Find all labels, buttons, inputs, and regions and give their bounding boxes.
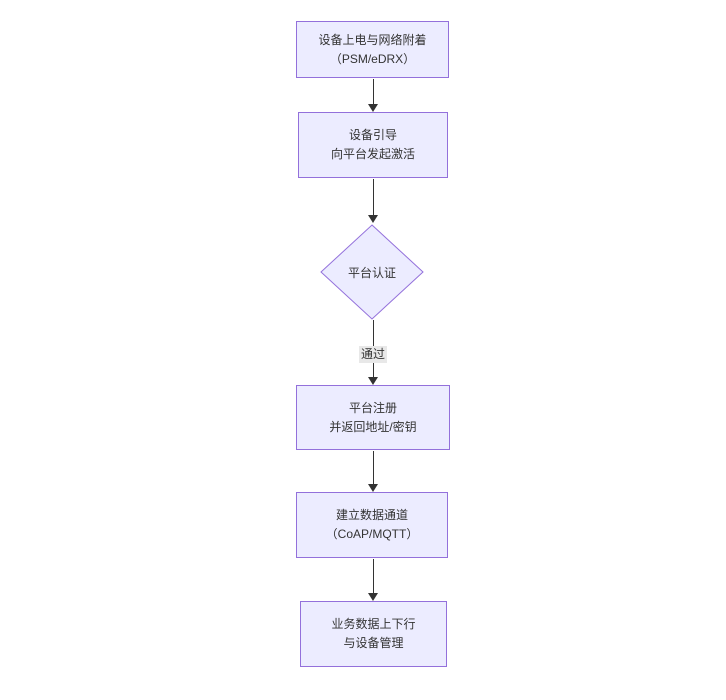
edge-attach-to-bootstrap xyxy=(367,79,379,112)
edge-channel-to-business xyxy=(367,559,379,601)
edge-auth-to-register: 通过 xyxy=(358,320,388,385)
arrowhead-down-icon xyxy=(368,593,378,601)
edge-line xyxy=(372,79,374,104)
diamond-label: 平台认证 xyxy=(347,265,396,280)
edge-bootstrap-to-auth xyxy=(367,179,379,223)
edge-register-to-channel xyxy=(367,451,379,492)
node-device-bootstrap: 设备引导 向平台发起激活 xyxy=(298,112,448,178)
node-platform-auth-decision: 平台认证 xyxy=(320,224,424,320)
node-data-channel: 建立数据通道 （CoAP/MQTT） xyxy=(296,492,448,558)
edge-line xyxy=(372,179,374,215)
edge-line xyxy=(372,451,374,484)
node-platform-register: 平台注册 并返回地址/密钥 xyxy=(296,385,450,450)
arrowhead-down-icon xyxy=(368,215,378,223)
arrowhead-down-icon xyxy=(368,104,378,112)
node-business-data: 业务数据上下行 与设备管理 xyxy=(300,601,447,667)
edge-label-pass: 通过 xyxy=(358,346,388,363)
diamond-shape xyxy=(320,224,424,320)
arrowhead-down-icon xyxy=(368,484,378,492)
edge-line xyxy=(372,559,374,593)
arrowhead-down-icon xyxy=(368,377,378,385)
node-device-power-attach: 设备上电与网络附着 （PSM/eDRX） xyxy=(296,21,449,78)
